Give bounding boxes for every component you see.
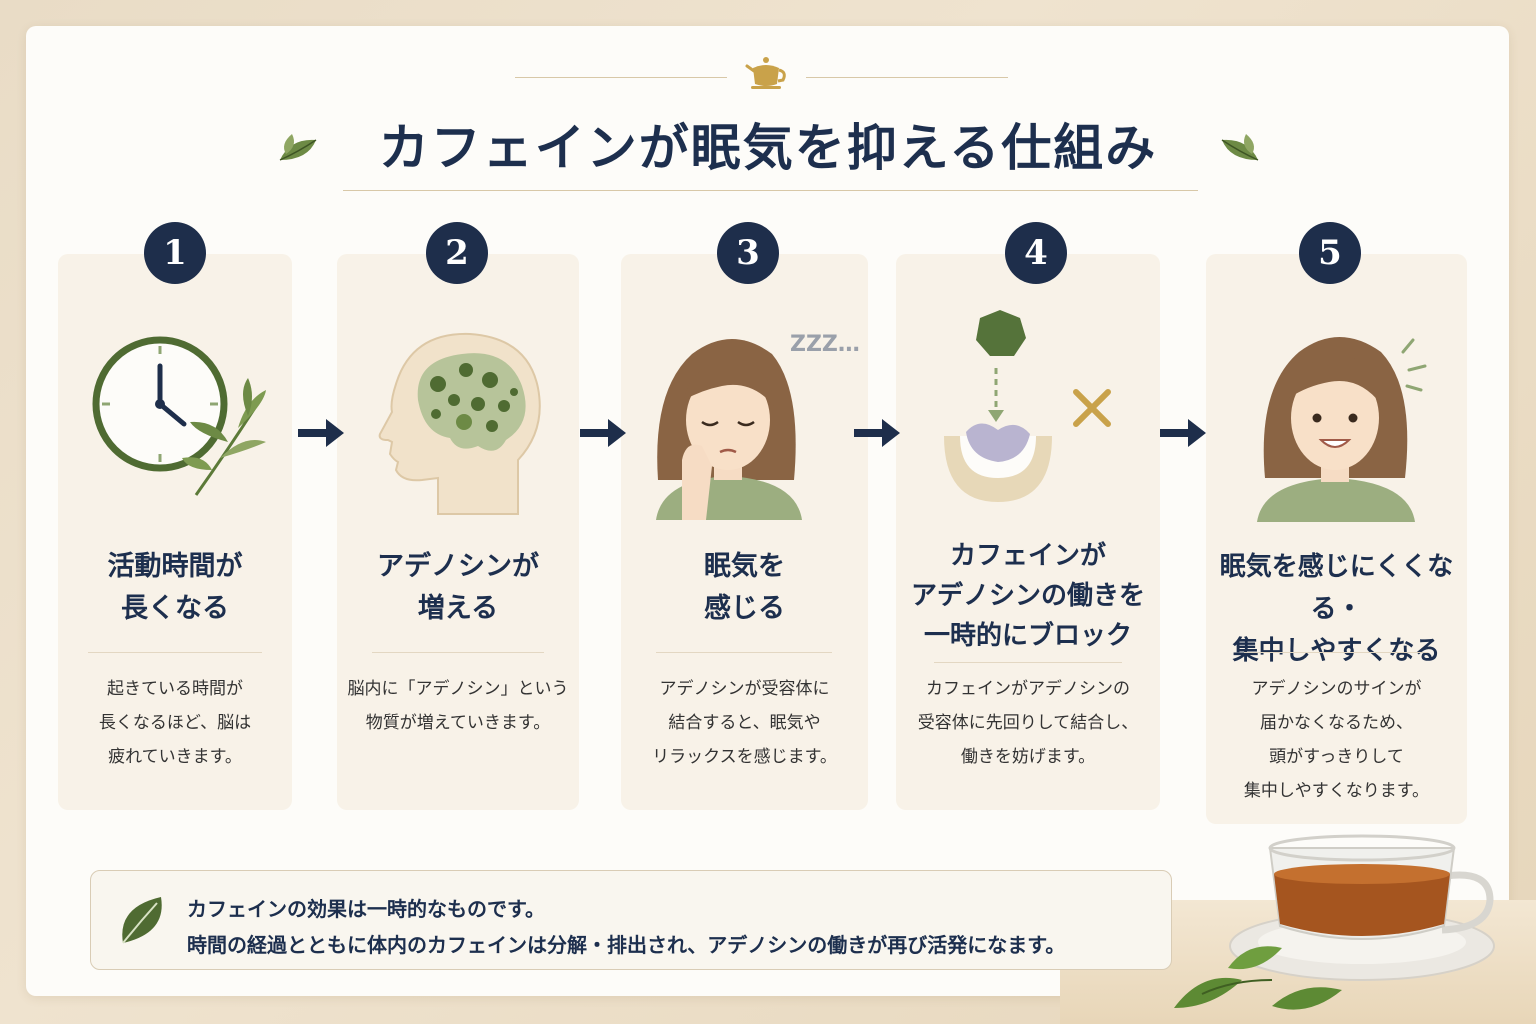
note-box: カフェインの効果は一時的なものです。 時間の経過とともに体内のカフェインは分解・… bbox=[90, 870, 1172, 970]
header-line-left bbox=[515, 77, 727, 78]
receptor-block-icon bbox=[944, 310, 1111, 502]
arrow-3-to-4 bbox=[854, 419, 900, 447]
step-card-4 bbox=[896, 254, 1160, 810]
step-title-5: 眠気を感じにくくなる・ 集中しやすくなる bbox=[1219, 552, 1454, 666]
step-title-2: アデノシンが 増える bbox=[377, 551, 539, 624]
step-description-3: アデノシンが受容体に 結合すると、眠気や リラックスを感じます。 bbox=[652, 679, 837, 767]
divider-5 bbox=[1244, 652, 1428, 653]
zzz-label: ZZZ… bbox=[790, 332, 860, 357]
divider-1 bbox=[88, 652, 262, 653]
step-number-1: 1 bbox=[144, 222, 206, 284]
title-underline bbox=[343, 190, 1198, 191]
tea-cup-icon bbox=[1174, 834, 1495, 1010]
leaf-icon-left bbox=[279, 134, 317, 161]
step-number-3: 3 bbox=[717, 222, 779, 284]
divider-2 bbox=[372, 652, 544, 653]
divider-3 bbox=[656, 652, 832, 653]
step-description-2: 脳内に「アデノシン」という 物質が増えていきます。 bbox=[347, 679, 569, 733]
step-title-4: カフェインが アデノシンの働きを 一時的にブロック bbox=[910, 541, 1145, 651]
leaf-icon bbox=[122, 897, 162, 944]
step-title-1: 活動時間が 長くなる bbox=[107, 551, 243, 624]
arrow-2-to-3 bbox=[580, 419, 626, 447]
step-number-5: 5 bbox=[1299, 222, 1361, 284]
header-line-right bbox=[806, 77, 1008, 78]
step-number-2: 2 bbox=[426, 222, 488, 284]
step-number-4: 4 bbox=[1005, 222, 1067, 284]
arrow-4-to-5 bbox=[1160, 419, 1206, 447]
step-description-4: カフェインがアデノシンの 受容体に先回りして結合し、 働きを妨げます。 bbox=[917, 679, 1139, 767]
clock-icon bbox=[92, 336, 266, 496]
arrow-1-to-2 bbox=[298, 419, 344, 447]
step-description-5: アデノシンのサインが 届かなくなるため、 頭がすっきりして 集中しやすくなります… bbox=[1243, 679, 1430, 801]
divider-4 bbox=[934, 662, 1122, 663]
leaf-icon-right bbox=[1221, 134, 1259, 161]
teapot-icon bbox=[745, 57, 786, 89]
sleepy-woman-icon bbox=[656, 339, 802, 520]
note-line-2: 時間の経過とともに体内のカフェインは分解・排出され、アデノシンの働きが再び活発に… bbox=[187, 933, 1066, 957]
note-line-1: カフェインの効果は一時的なものです。 bbox=[187, 897, 545, 921]
step-description-1: 起きている時間が 長くなるほど、脳は 疲れていきます。 bbox=[98, 679, 252, 767]
refreshed-woman-icon bbox=[1257, 337, 1427, 522]
brain-head-icon bbox=[378, 332, 541, 515]
page-title: カフェインが眠気を抑える仕組み bbox=[378, 118, 1158, 177]
step-title-3: 眠気を 感じる bbox=[704, 551, 785, 624]
